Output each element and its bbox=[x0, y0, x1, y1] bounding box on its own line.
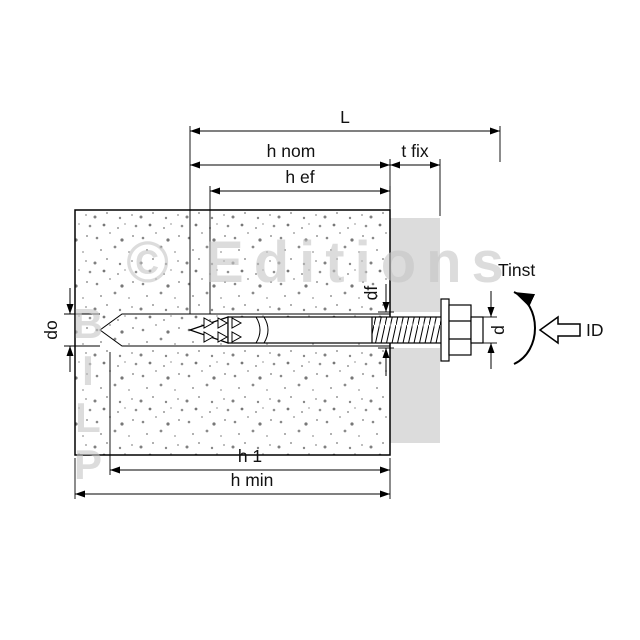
nut bbox=[448, 304, 472, 356]
watermark-vertical: BILP bbox=[65, 300, 112, 488]
label-t-fix: t fix bbox=[401, 141, 428, 161]
watermark: © Editions BILP bbox=[65, 230, 514, 488]
label-tinst: Tinst bbox=[498, 260, 535, 280]
expansion-clip bbox=[203, 316, 269, 344]
torque-rotation-arrow bbox=[513, 291, 536, 365]
dimension-lines bbox=[66, 127, 500, 498]
label-id: ID bbox=[586, 320, 604, 340]
drill-hole bbox=[99, 313, 390, 347]
bolt-end-stub bbox=[470, 316, 484, 344]
label-df: df bbox=[361, 286, 381, 301]
washer bbox=[440, 298, 450, 362]
label-h1: h 1 bbox=[238, 446, 262, 466]
anchor-bolt bbox=[188, 298, 484, 362]
label-h-ef: h ef bbox=[285, 167, 314, 187]
watermark-horizontal: © Editions bbox=[126, 230, 514, 295]
impact-direction-arrow bbox=[538, 315, 581, 345]
label-h-nom: h nom bbox=[267, 141, 316, 161]
label-do: do bbox=[41, 320, 61, 339]
thread-hatch bbox=[372, 317, 443, 343]
label-L: L bbox=[340, 107, 350, 127]
dimension-labels: L h nom t fix h ef h 1 h min do df d Tin… bbox=[41, 107, 604, 490]
label-d: d bbox=[488, 325, 508, 335]
label-h-min: h min bbox=[231, 470, 274, 490]
